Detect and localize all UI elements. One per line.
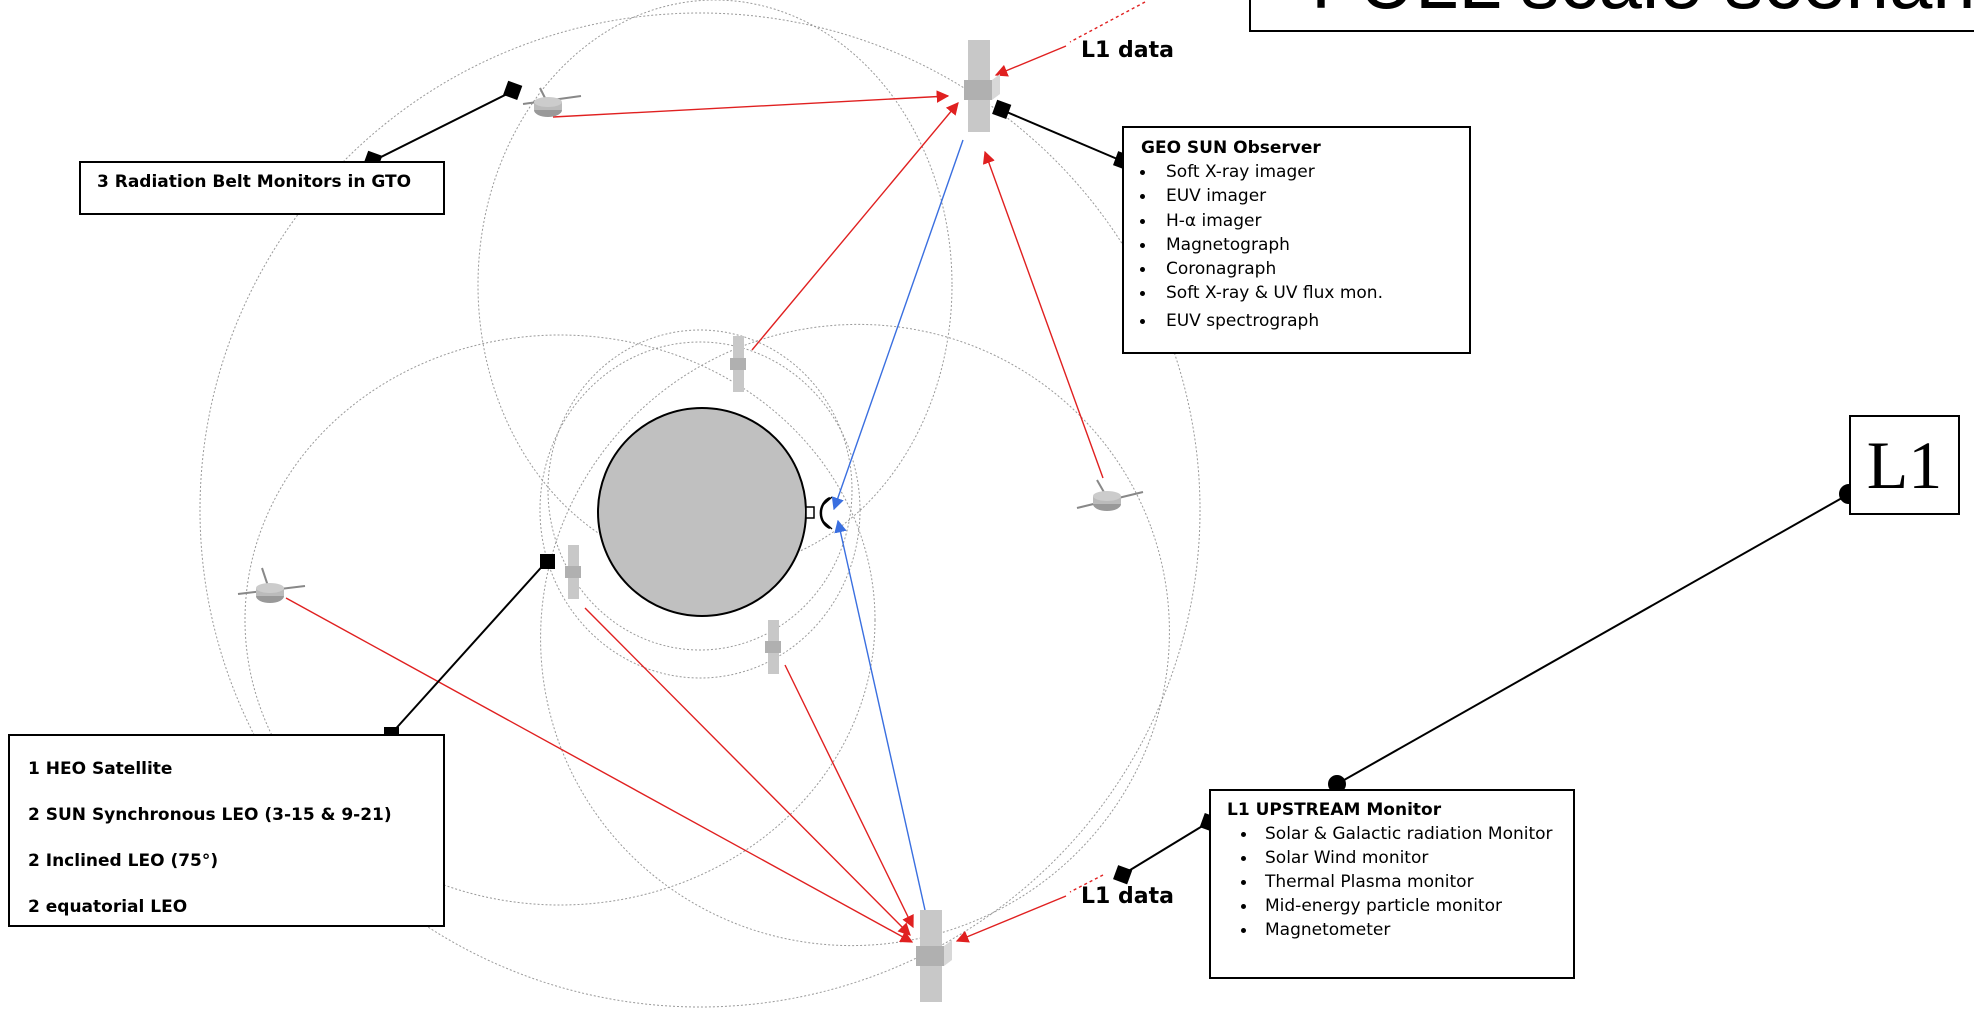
gto-satellite-icon [522,87,582,117]
list-item: Mid-energy particle monitor [1211,894,1573,918]
leo-heo-callout-box: 1 HEO Satellite 2 SUN Synchronous LEO (3… [8,734,445,927]
leo-satellite-icon [565,545,581,599]
list-item: Magnetometer [1211,918,1573,942]
l1-node-label: L1 [1849,415,1960,515]
list-item: Soft X-ray & UV flux mon. [1124,281,1469,305]
gto-callout-box: 3 Radiation Belt Monitors in GTO [79,161,445,215]
leader-marker [503,80,523,100]
ground-station-icon [805,496,833,530]
list-item: EUV imager [1124,184,1469,208]
orbits [199,0,1201,1008]
list-item: EUV spectrograph [1124,309,1469,333]
leo-orbit-b [547,329,853,651]
geo-observer-box: GEO SUN Observer Soft X-ray imager EUV i… [1122,126,1471,354]
list-item: Magnetograph [1124,233,1469,257]
heo-orbit [244,334,876,906]
relay-links [831,139,964,911]
leo-orbit-a [539,341,861,679]
data-links [285,1,1146,943]
geo-instrument-list: Soft X-ray imager EUV imager H-α imager … [1124,160,1469,333]
leader-marker [992,99,1012,119]
list-item: H-α imager [1124,209,1469,233]
leo-satellite-icon [730,336,746,392]
constellation-line: 2 SUN Synchronous LEO (3-15 & 9-21) [28,805,392,825]
constellation-line: 1 HEO Satellite [28,759,173,779]
scenario-title-text: FULL scale scenario [1311,0,1974,27]
scenario-title: FULL scale scenario [1249,0,1974,32]
l1-instrument-list: Solar & Galactic radiation Monitor Solar… [1211,822,1573,942]
gto-satellite-icon [237,567,306,603]
leader-marker [540,554,555,569]
gto-satellite-icon [1076,479,1144,511]
geo-satellite-icon [964,40,1000,132]
l1-relay-satellite-icon [916,910,952,1002]
geo-observer-title: GEO SUN Observer [1141,138,1321,158]
l1-upstream-monitor-box: L1 UPSTREAM Monitor Solar & Galactic rad… [1209,789,1575,979]
constellation-line: 2 equatorial LEO [28,897,188,917]
inclined-orbit [540,323,1170,947]
earth [597,407,807,617]
gto-callout-title: 3 Radiation Belt Monitors in GTO [97,172,412,192]
list-item: Thermal Plasma monitor [1211,870,1573,894]
leo-satellite-icon [765,620,781,674]
list-item: Solar Wind monitor [1211,846,1573,870]
l1-monitor-title: L1 UPSTREAM Monitor [1227,800,1442,820]
callout-leaders [363,80,1859,885]
list-item: Solar & Galactic radiation Monitor [1211,822,1573,846]
l1-data-label: L1 data [1081,38,1174,63]
l1-data-label: L1 data [1081,884,1174,909]
gto-orbit-vertical [477,0,953,571]
list-item: Soft X-ray imager [1124,160,1469,184]
list-item: Coronagraph [1124,257,1469,281]
leader-marker [1113,865,1133,885]
constellation-line: 2 Inclined LEO (75°) [28,851,219,871]
geo-orbit [199,12,1201,1008]
